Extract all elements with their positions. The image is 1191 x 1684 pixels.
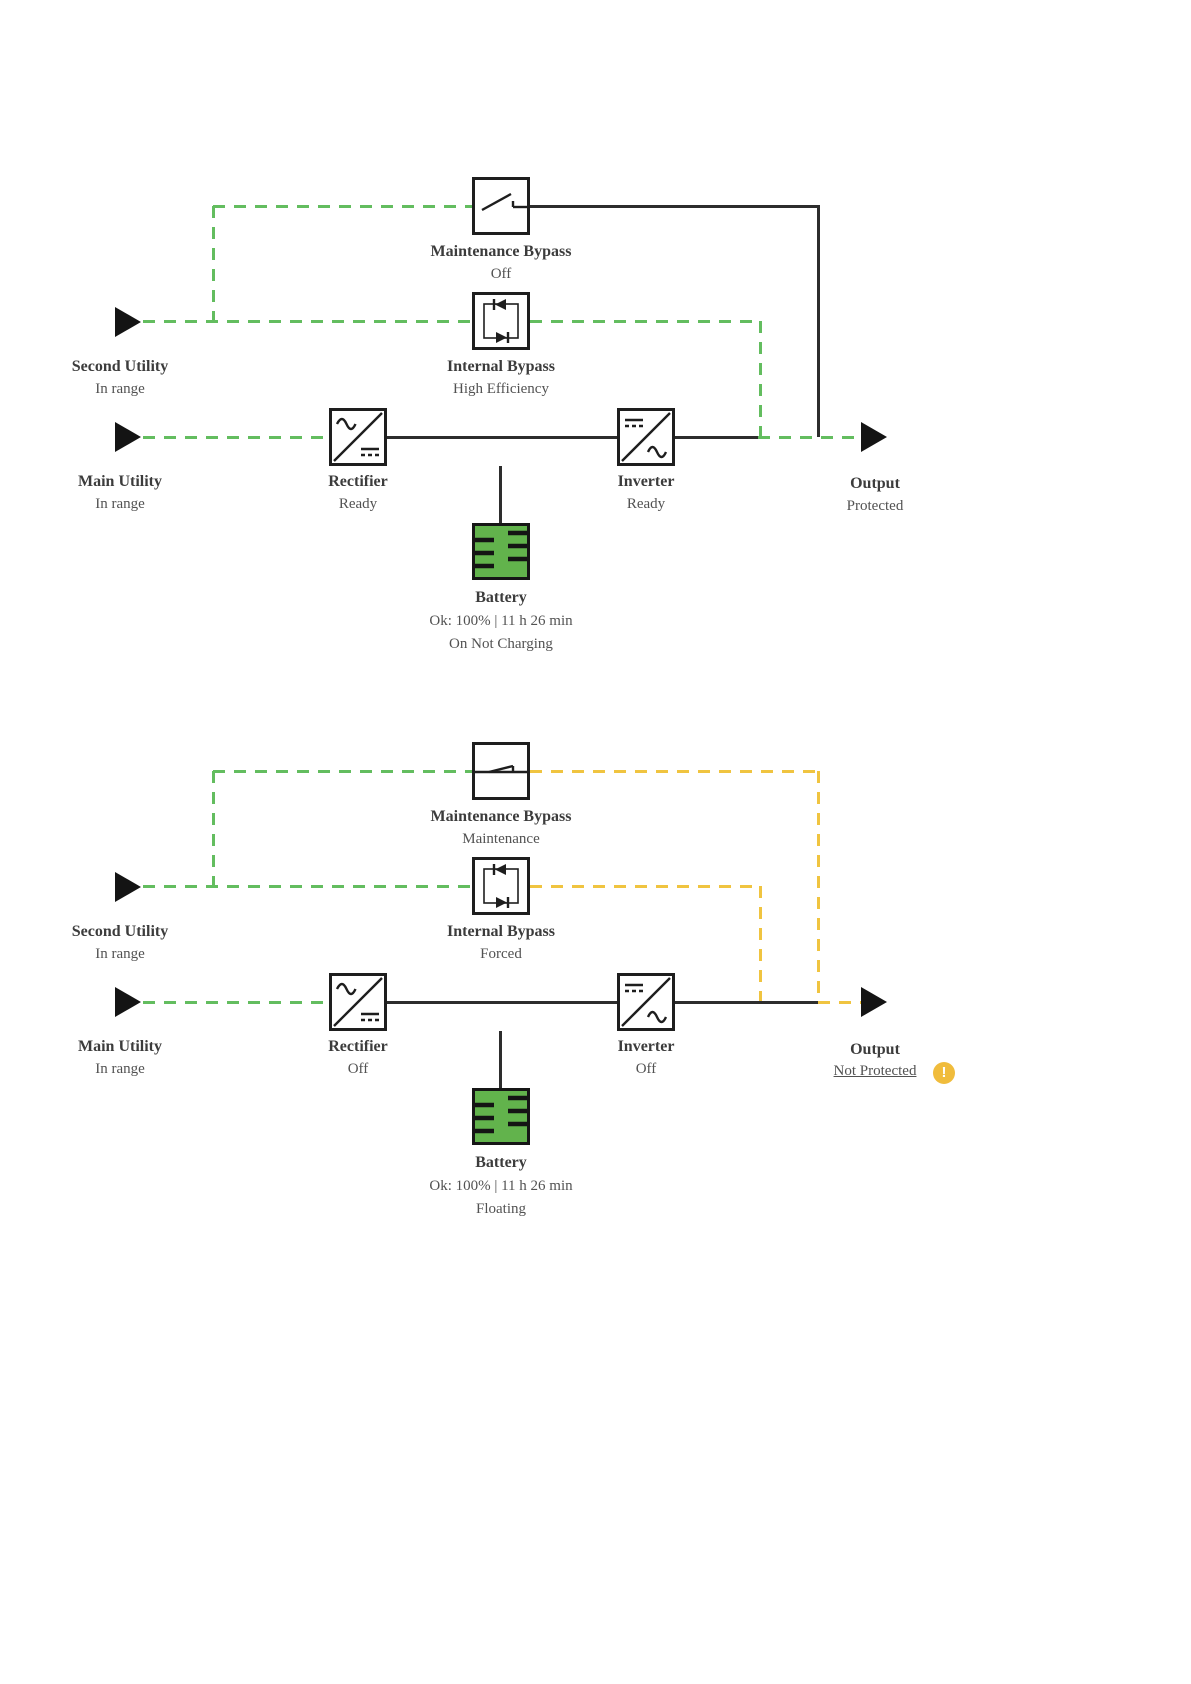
rectifier-status: Ready [338, 496, 378, 512]
main-utility-arrow-icon [115, 987, 141, 1017]
inverter-label: Inverter [617, 1038, 675, 1055]
maintenance-bypass-box [472, 742, 530, 800]
line-to-output [758, 436, 861, 439]
battery-status-line2: On Not Charging [449, 636, 553, 652]
static-bypass-icon [483, 864, 519, 908]
rectifier-icon [333, 977, 383, 1027]
battery-box [472, 523, 530, 580]
line-to-output [818, 1001, 861, 1004]
line-maintbypass-out [530, 770, 817, 773]
output-label: Output [850, 475, 900, 492]
main-utility-arrow-icon [115, 422, 141, 452]
line-secondutility-to-internalbypass [143, 885, 472, 888]
line-secondutility-to-maintbypass [213, 770, 472, 773]
battery-status-line1: Ok: 100% | 11 h 26 min [429, 1178, 573, 1194]
internal-bypass-box [472, 292, 530, 350]
output-status: Protected [846, 498, 904, 514]
line-secondutility-to-maintbypass [213, 205, 472, 208]
line-battery-drop [499, 1031, 502, 1089]
line-internalbypass-out [530, 885, 761, 888]
maintenance-bypass-status: Maintenance [462, 831, 540, 847]
line-internalbypass-out [530, 320, 761, 323]
battery-label: Battery [475, 589, 527, 606]
diagram-normal-operation: Maintenance Bypass Off Internal Bypass H… [0, 0, 1191, 700]
rectifier-box [329, 408, 387, 466]
inverter-status: Off [635, 1061, 657, 1077]
inverter-status: Ready [626, 496, 666, 512]
maintenance-bypass-box [472, 177, 530, 235]
battery-status-line2: Floating [475, 1201, 526, 1217]
inverter-icon [621, 412, 671, 462]
battery-icon [475, 530, 527, 569]
second-utility-arrow-icon [115, 872, 141, 902]
rectifier-icon [333, 412, 383, 462]
second-utility-status: In range [95, 946, 145, 962]
maintenance-bypass-label: Maintenance Bypass [430, 808, 572, 825]
second-utility-label: Second Utility [71, 358, 169, 375]
line-maintbypass-drop [817, 771, 820, 1002]
line-internalbypass-drop [759, 886, 762, 1002]
internal-bypass-label: Internal Bypass [446, 923, 556, 940]
line-branch-up [212, 771, 215, 887]
internal-bypass-status: High Efficiency [453, 381, 549, 397]
output-label: Output [850, 1041, 900, 1058]
line-maintbypass-drop [817, 205, 820, 437]
rectifier-label: Rectifier [328, 1038, 388, 1055]
output-arrow-icon [861, 422, 887, 452]
rectifier-status: Off [347, 1061, 369, 1077]
maintenance-bypass-status: Off [490, 266, 512, 282]
output-status-link[interactable]: Not Protected [833, 1063, 917, 1079]
switch-open-icon [481, 192, 527, 212]
main-utility-label: Main Utility [78, 1038, 162, 1055]
inverter-box [617, 973, 675, 1031]
inverter-label: Inverter [617, 473, 675, 490]
line-battery-drop [499, 466, 502, 524]
inverter-icon [621, 977, 671, 1027]
internal-bypass-status: Forced [480, 946, 522, 962]
line-branch-up [212, 206, 215, 322]
line-mainutility-to-rectifier [143, 436, 329, 439]
main-utility-status: In range [95, 1061, 145, 1077]
second-utility-label: Second Utility [71, 923, 169, 940]
battery-status-line1: Ok: 100% | 11 h 26 min [429, 613, 573, 629]
warning-icon[interactable]: ! [933, 1062, 955, 1084]
rectifier-box [329, 973, 387, 1031]
static-bypass-icon [483, 299, 519, 343]
diagram-maintenance-bypass: Maintenance Bypass Maintenance Internal … [0, 565, 1191, 1265]
line-rectifier-inverter-bus [387, 1001, 818, 1004]
line-mainutility-to-rectifier [143, 1001, 329, 1004]
inverter-box [617, 408, 675, 466]
line-maintbypass-out [530, 205, 820, 208]
second-utility-arrow-icon [115, 307, 141, 337]
battery-label: Battery [475, 1154, 527, 1171]
internal-bypass-label: Internal Bypass [446, 358, 556, 375]
internal-bypass-box [472, 857, 530, 915]
line-secondutility-to-internalbypass [143, 320, 472, 323]
output-arrow-icon [861, 987, 887, 1017]
battery-icon [475, 1095, 527, 1134]
rectifier-label: Rectifier [328, 473, 388, 490]
battery-box [472, 1088, 530, 1145]
line-internalbypass-drop [759, 321, 762, 437]
main-utility-label: Main Utility [78, 473, 162, 490]
line-rectifier-inverter-bus [387, 436, 758, 439]
switch-closed-icon [475, 764, 527, 774]
maintenance-bypass-label: Maintenance Bypass [430, 243, 572, 260]
second-utility-status: In range [95, 381, 145, 397]
main-utility-status: In range [95, 496, 145, 512]
